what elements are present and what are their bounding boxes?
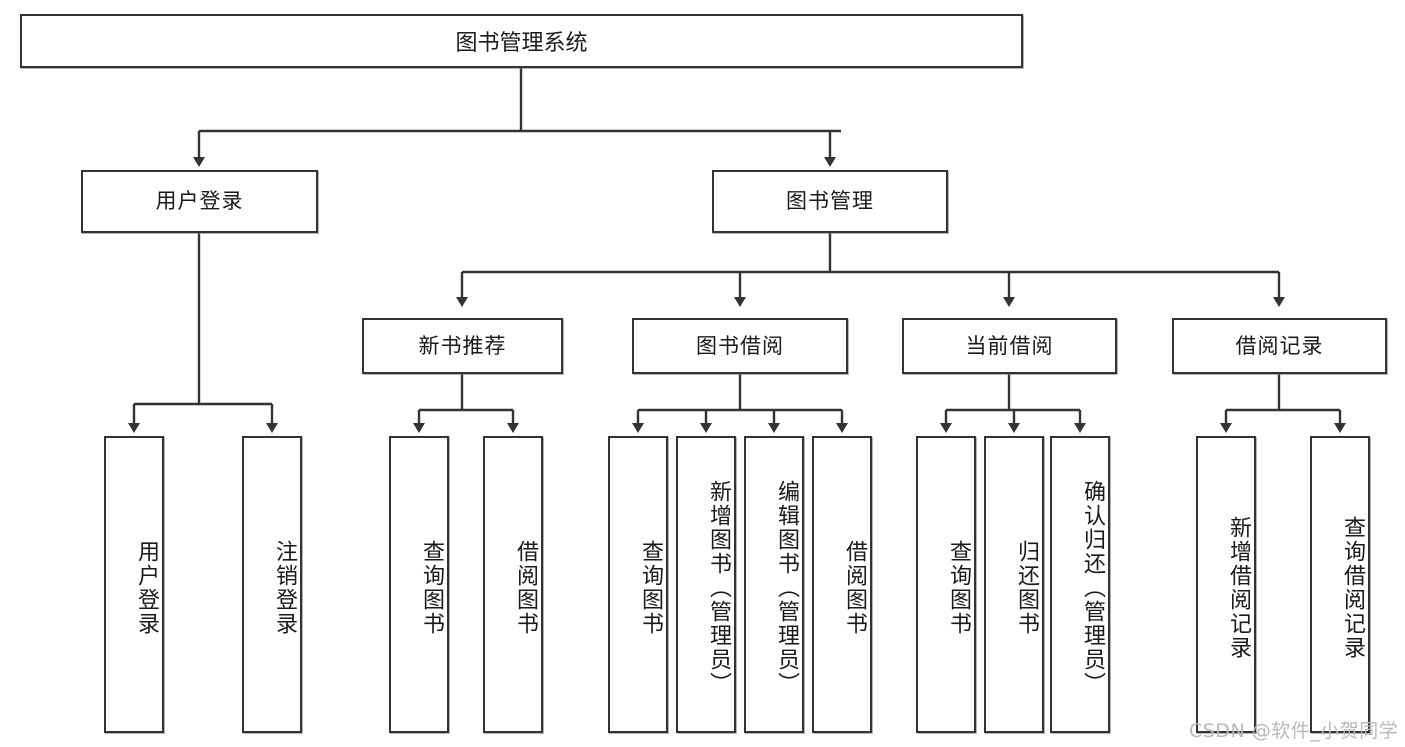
node-label: 图书借阅 — [696, 333, 784, 358]
node-label: 新增图书（管理员） — [706, 479, 731, 696]
node-user-login[interactable]: 用户登录 — [81, 170, 318, 233]
leaf-recommend-query-book[interactable]: 查询图书 — [389, 436, 449, 733]
node-label: 图书管理 — [786, 189, 874, 214]
node-label: 归还图书 — [1014, 539, 1039, 636]
node-label: 查询借阅记录 — [1340, 515, 1365, 660]
leaf-borrow-add-book[interactable]: 新增图书（管理员） — [676, 436, 736, 733]
node-label: 借阅图书 — [842, 539, 867, 636]
leaf-current-return-book[interactable]: 归还图书 — [984, 436, 1044, 733]
node-current-borrow[interactable]: 当前借阅 — [902, 318, 1117, 374]
node-book-management[interactable]: 图书管理 — [712, 170, 948, 233]
leaf-recommend-borrow-book[interactable]: 借阅图书 — [483, 436, 543, 733]
leaf-record-query-record[interactable]: 查询借阅记录 — [1310, 436, 1370, 733]
node-label: 确认归还（管理员） — [1080, 479, 1105, 696]
watermark-csdn: CSDN @软件_小贺同学 — [1189, 720, 1399, 742]
node-label: 查询图书 — [638, 539, 663, 636]
node-label: 查询图书 — [419, 539, 444, 636]
node-label: 借阅记录 — [1235, 333, 1324, 358]
leaf-current-confirm-return[interactable]: 确认归还（管理员） — [1050, 436, 1110, 733]
node-label: 查询图书 — [946, 539, 971, 636]
node-label: 用户登录 — [155, 189, 244, 214]
node-label: 借阅图书 — [513, 539, 538, 636]
node-label: 图书管理系统 — [455, 31, 588, 56]
node-root-system[interactable]: 图书管理系统 — [20, 14, 1023, 68]
leaf-borrow-query-book[interactable]: 查询图书 — [608, 436, 668, 733]
leaf-user-login-login[interactable]: 用户登录 — [104, 436, 164, 733]
leaf-record-add-record[interactable]: 新增借阅记录 — [1196, 436, 1256, 733]
leaf-borrow-edit-book[interactable]: 编辑图书（管理员） — [744, 436, 804, 733]
leaf-current-query-book[interactable]: 查询图书 — [916, 436, 976, 733]
node-label: 编辑图书（管理员） — [774, 479, 799, 696]
node-label: 新书推荐 — [418, 333, 507, 358]
node-borrow-record[interactable]: 借阅记录 — [1172, 318, 1387, 374]
node-label: 当前借阅 — [965, 333, 1054, 358]
node-label: 用户登录 — [134, 539, 159, 636]
leaf-user-login-logout[interactable]: 注销登录 — [242, 436, 302, 733]
node-book-borrow[interactable]: 图书借阅 — [632, 318, 848, 374]
node-label: 注销登录 — [272, 539, 297, 636]
leaf-borrow-borrow-book[interactable]: 借阅图书 — [812, 436, 872, 733]
node-new-book-recommend[interactable]: 新书推荐 — [362, 318, 563, 374]
node-label: 新增借阅记录 — [1226, 515, 1251, 660]
